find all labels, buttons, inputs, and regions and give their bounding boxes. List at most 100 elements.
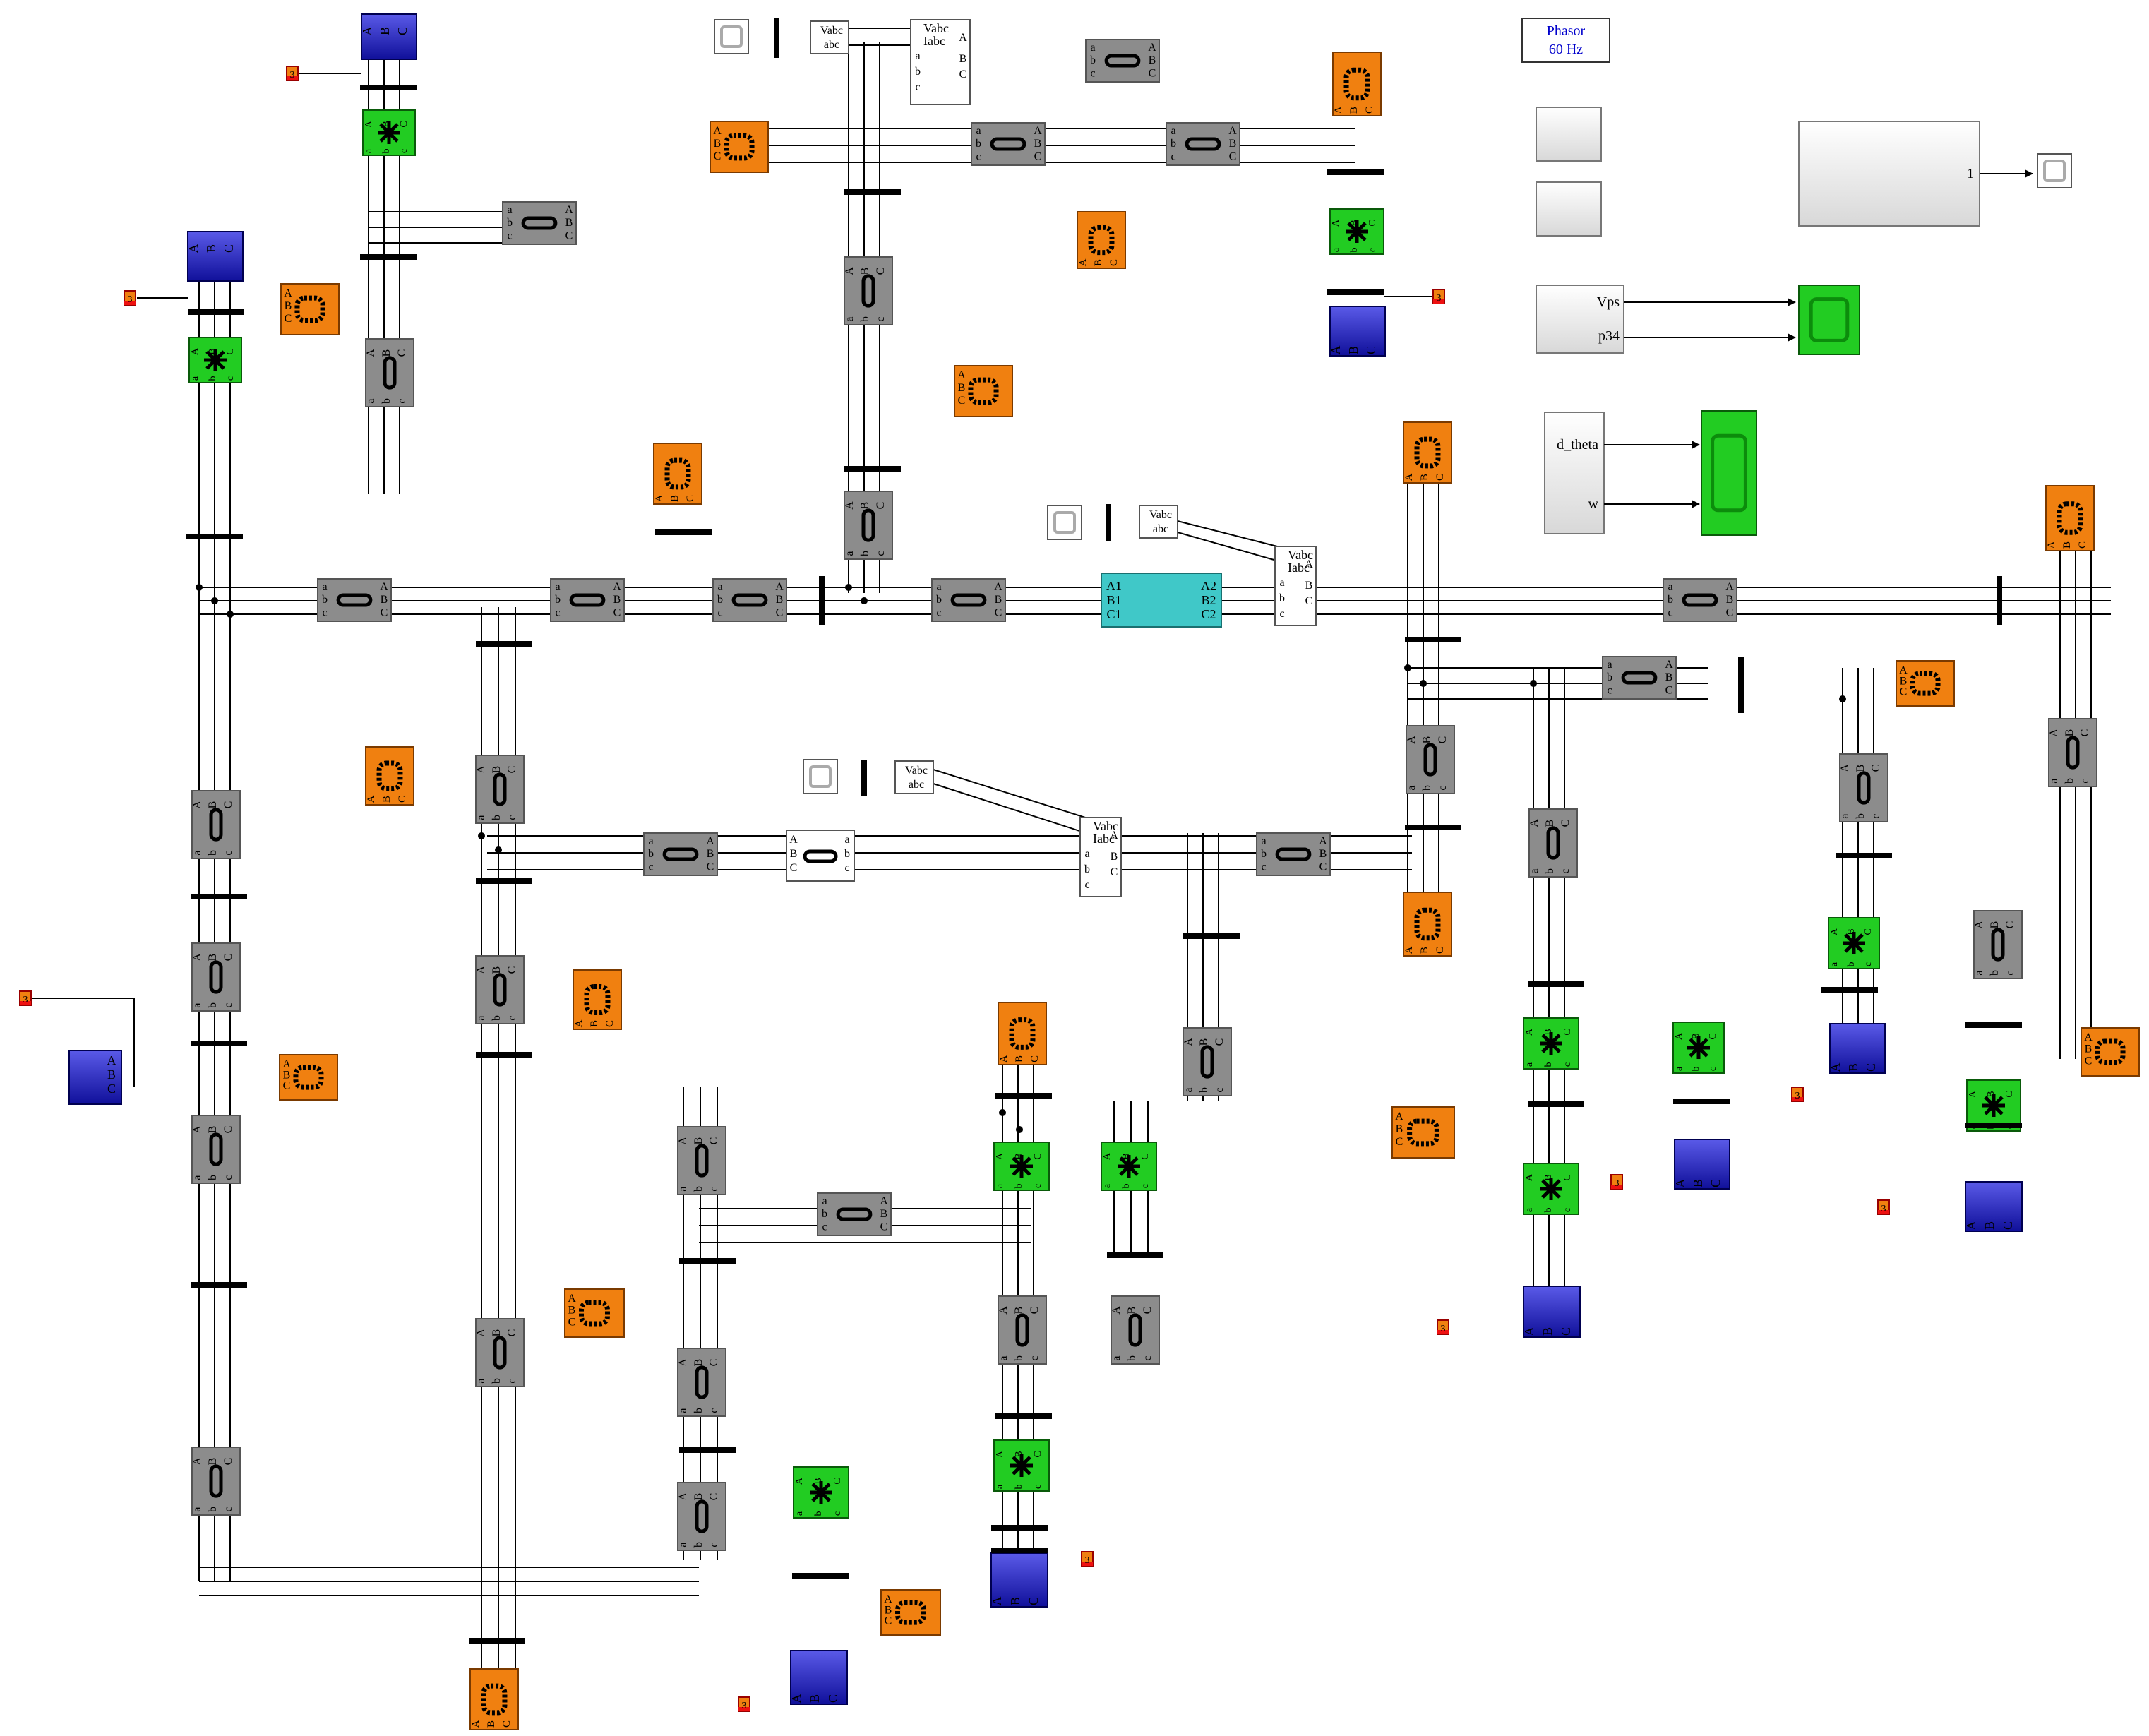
load-block[interactable]: ABC [954, 365, 1013, 417]
step-input-block[interactable]: 3 [1432, 289, 1445, 304]
breaker-block[interactable] [1528, 1101, 1584, 1107]
load-block[interactable]: ABC [564, 1288, 625, 1338]
breaker-block[interactable] [469, 1638, 525, 1644]
step-input-block[interactable]: 3 [738, 1696, 750, 1712]
subsystem-block-1[interactable] [1536, 107, 1602, 162]
breaker-block[interactable] [186, 534, 243, 539]
step-input-block[interactable]: 3 [1437, 1319, 1449, 1335]
step-input-block[interactable]: 3 [1610, 1174, 1623, 1190]
breaker-block[interactable] [476, 1052, 532, 1058]
measurement-subsystem-vps[interactable]: Vps p34 [1536, 285, 1624, 354]
breaker-block[interactable] [191, 1041, 247, 1046]
breaker-block[interactable] [995, 1093, 1052, 1099]
step-input-block[interactable]: 3 [286, 66, 299, 81]
breaker-block[interactable] [191, 1282, 247, 1288]
breaker-block[interactable] [1836, 853, 1892, 858]
three-phase-source-block[interactable]: ABC [68, 1050, 122, 1105]
step-input-block[interactable]: 3 [124, 290, 136, 306]
load-block[interactable]: ABC [2081, 1027, 2140, 1077]
breaker-block[interactable] [476, 641, 532, 647]
breaker-block[interactable] [360, 85, 417, 90]
breaker-block[interactable] [1405, 825, 1461, 830]
breaker-block[interactable] [655, 529, 712, 535]
breaker-block[interactable] [844, 189, 901, 195]
breaker-block[interactable] [1183, 933, 1240, 939]
breaker-block[interactable] [679, 1258, 736, 1264]
breaker-block[interactable] [844, 466, 901, 472]
breaker-block[interactable] [774, 18, 779, 58]
breaker-block[interactable] [991, 1548, 1048, 1553]
scope-icon[interactable] [803, 759, 838, 794]
breaker-block[interactable] [1327, 169, 1384, 175]
breaker-block[interactable] [995, 1413, 1052, 1419]
load-block[interactable]: ABC [1896, 660, 1955, 707]
breaker-block[interactable] [360, 254, 417, 260]
breaker-block[interactable] [1106, 504, 1111, 541]
load-block[interactable]: ABC [710, 121, 769, 173]
pll-subsystem-block[interactable]: 1 [1798, 121, 1980, 227]
breaker-block[interactable] [1528, 981, 1584, 987]
breaker-block[interactable] [679, 1447, 736, 1453]
breaker-block[interactable] [191, 894, 247, 899]
breaker-block[interactable] [1738, 657, 1744, 713]
measurement-subsystem-dtheta[interactable]: d_theta w [1544, 412, 1605, 534]
breaker-block[interactable] [1107, 1252, 1163, 1258]
load-block[interactable]: ABC [279, 1054, 338, 1101]
breaker-block[interactable] [188, 309, 244, 315]
breaker-block[interactable] [1821, 987, 1878, 993]
breaker-block[interactable] [1997, 576, 2002, 625]
scope-icon[interactable] [2037, 153, 2072, 188]
